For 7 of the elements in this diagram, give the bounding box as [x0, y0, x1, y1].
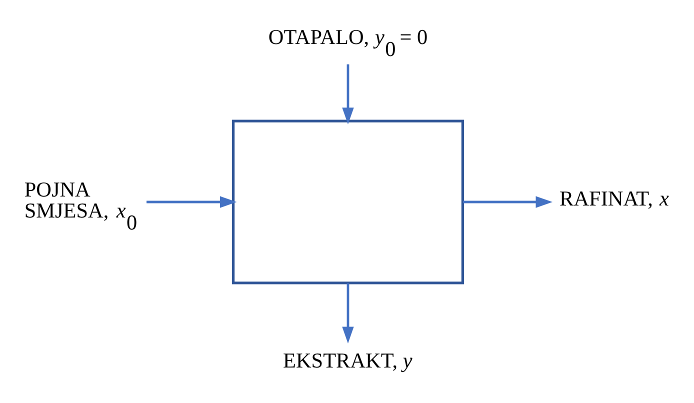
node-text: EKSTRAKT, y	[283, 348, 412, 372]
arrow	[342, 64, 354, 124]
arrow	[463, 196, 553, 208]
node-text: RAFINAT, x	[560, 186, 669, 210]
node-box	[232, 119, 464, 284]
arrow	[342, 282, 354, 343]
arrow	[146, 196, 237, 208]
